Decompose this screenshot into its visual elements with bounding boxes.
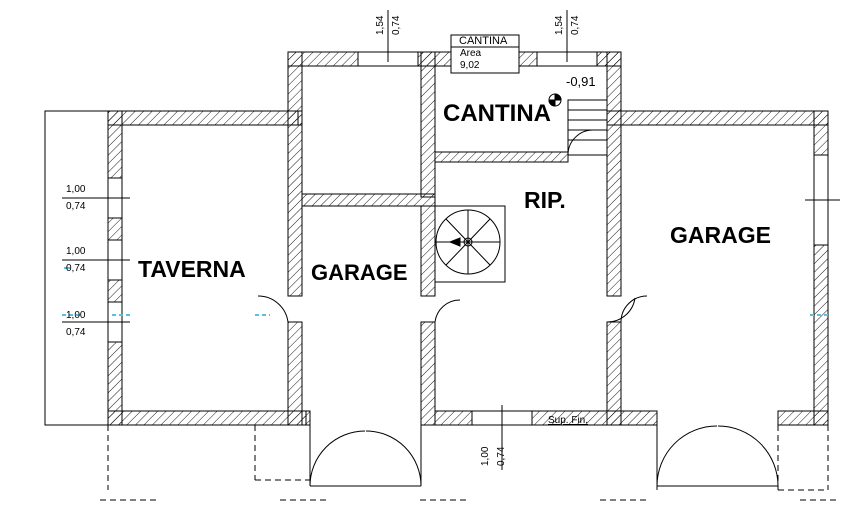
room-label-cantina: CANTINA bbox=[443, 100, 551, 127]
window-dim-top-right-width: 1,54 bbox=[554, 15, 565, 35]
room-tag-area-label: Area bbox=[460, 48, 482, 59]
section-markers bbox=[62, 267, 830, 316]
room-label-garage-right: GARAGE bbox=[670, 222, 771, 248]
room-tag-area-value: 9,02 bbox=[460, 60, 480, 71]
room-label-rip: RIP. bbox=[524, 187, 566, 213]
window-dim-top-left-height: 0,74 bbox=[391, 15, 402, 35]
window-dim-top-left-width: 1,54 bbox=[375, 15, 386, 35]
room-tag-box bbox=[450, 34, 520, 74]
window-dim-left-2-height: 0,74 bbox=[66, 263, 86, 274]
window-dim-bottom-width: 1,00 bbox=[480, 446, 491, 466]
window-dim-left-3-height: 0,74 bbox=[66, 327, 86, 338]
straight-stair bbox=[567, 99, 608, 156]
window-dim-left-1-width: 1,00 bbox=[66, 184, 86, 195]
doors bbox=[257, 295, 779, 487]
level-marker-icon bbox=[548, 93, 562, 107]
sup-fin-label: Sup. Fin. bbox=[548, 415, 589, 426]
window-dim-top-right-height: 0,74 bbox=[570, 15, 581, 35]
outer-lines bbox=[44, 110, 840, 501]
room-label-garage-left: GARAGE bbox=[311, 260, 408, 285]
room-tag-name: CANTINA bbox=[459, 35, 508, 47]
window-dim-left-1-height: 0,74 bbox=[66, 201, 86, 212]
window-dim-left-3-width: 1,00 bbox=[66, 310, 86, 321]
spiral-stair bbox=[435, 209, 501, 275]
window-dim-bottom-height: 0,74 bbox=[496, 446, 507, 466]
dimension-lines bbox=[62, 10, 840, 470]
room-label-taverna: TAVERNA bbox=[138, 256, 246, 282]
level-value: -0,91 bbox=[566, 74, 596, 89]
window-dim-left-2-width: 1,00 bbox=[66, 246, 86, 257]
